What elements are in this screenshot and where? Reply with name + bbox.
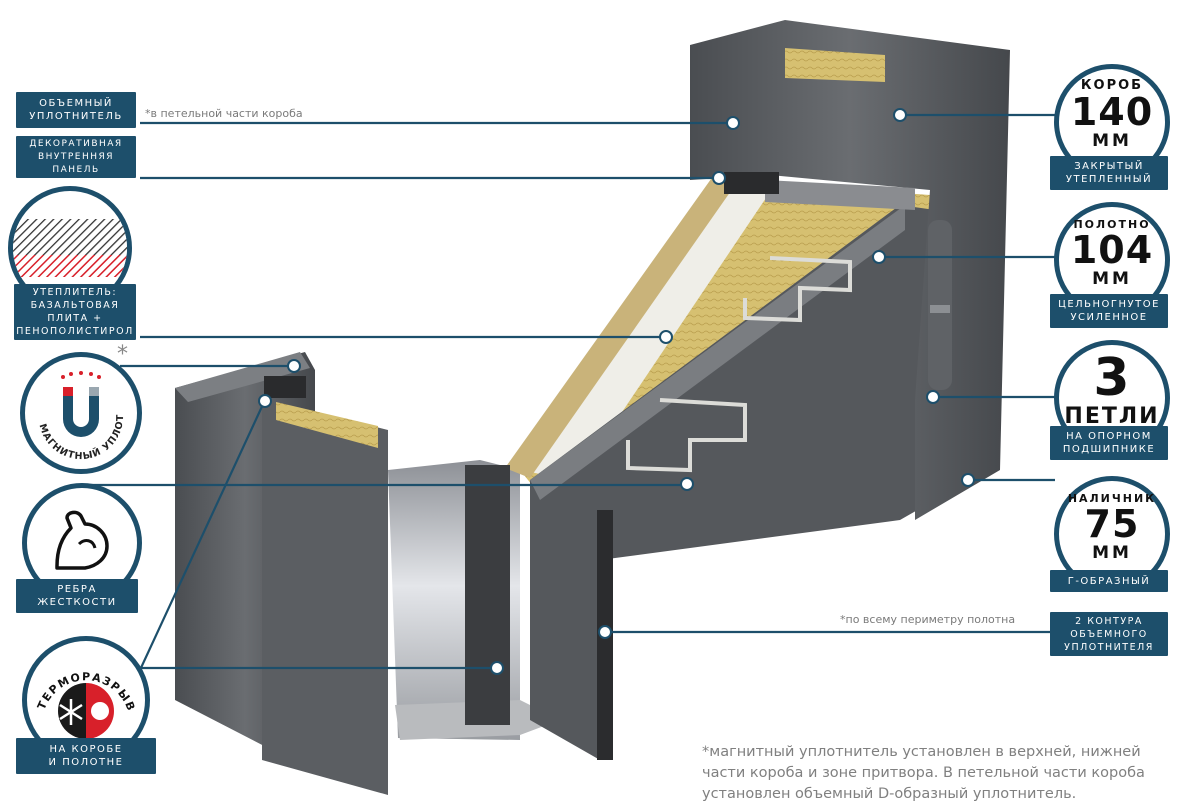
label-thermal-break: НА КОРОБЕ И ПОЛОТНЕ bbox=[16, 738, 156, 774]
leaf-face-panel bbox=[530, 205, 935, 760]
asterisk-magnet: * bbox=[117, 342, 128, 367]
stiffener-rib-upper bbox=[743, 256, 852, 323]
stiffener-rib-lower bbox=[626, 398, 747, 473]
callout-dot-contours bbox=[598, 625, 612, 639]
arm-muscle-icon bbox=[55, 510, 109, 570]
footnote: *магнитный уплотнитель установлен в верх… bbox=[702, 744, 1145, 802]
callout-dot-insulation bbox=[659, 330, 673, 344]
insulation-layers-icon bbox=[13, 219, 127, 277]
snowflake-sun-icon: ТЕРМОРАЗРЫВ bbox=[35, 670, 136, 739]
label-contours: 2 КОНТУРА ОБЪЕМНОГО УПЛОТНИТЕЛЯ bbox=[1050, 612, 1168, 656]
label-decorative-panel: ДЕКОРАТИВНАЯ ВНУТРЕННЯЯ ПАНЕЛЬ bbox=[16, 136, 136, 178]
label-stiffener-ribs: РЕБРА ЖЕСТКОСТИ bbox=[16, 579, 138, 613]
spec-hinges: 3 ПЕТЛИ bbox=[1064, 348, 1160, 429]
label-leaf: ЦЕЛЬНОГНУТОЕ УСИЛЕННОЕ bbox=[1050, 294, 1168, 328]
foam-layer bbox=[522, 186, 770, 482]
magnet-icon: МАГНИТНЫЙ УПЛОТНИТЕЛЬ bbox=[25, 357, 126, 462]
spec-frame: КОРОБ 140 ММ bbox=[1070, 78, 1154, 151]
callout-dot-magnet bbox=[287, 359, 301, 373]
label-frame: ЗАКРЫТЫЙ УТЕПЛЕННЫЙ bbox=[1050, 156, 1168, 190]
callout-dot-hinges bbox=[926, 390, 940, 404]
callout-dot-leaf bbox=[872, 250, 886, 264]
magnetic-seal-icon-circle: МАГНИТНЫЙ УПЛОТНИТЕЛЬ bbox=[20, 352, 142, 474]
callout-dot-frame bbox=[893, 108, 907, 122]
label-volume-seal: ОБЪЕМНЫЙ УПЛОТНИТЕЛЬ bbox=[16, 92, 136, 128]
note-volume-seal: *в петельной части короба bbox=[145, 107, 303, 120]
spec-trim: НАЛИЧНИК 75 ММ bbox=[1067, 492, 1157, 563]
label-hinges: НА ОПОРНОМ ПОДШИПНИКЕ bbox=[1050, 426, 1168, 460]
callout-dot-trim bbox=[961, 473, 975, 487]
svg-text:МАГНИТНЫЙ УПЛОТНИТЕЛЬ: МАГНИТНЫЙ УПЛОТНИТЕЛЬ bbox=[25, 357, 126, 462]
callout-dot-thermo-frame bbox=[258, 394, 272, 408]
note-contours: *по всему периметру полотна bbox=[840, 613, 1016, 626]
callout-dot-panel bbox=[712, 171, 726, 185]
callout-dot-seal bbox=[726, 116, 740, 130]
left-frame-face bbox=[262, 398, 388, 795]
callout-dot-ribs bbox=[680, 477, 694, 491]
spec-leaf: ПОЛОТНО 104 ММ bbox=[1070, 218, 1154, 289]
callout-dot-thermo-leaf bbox=[490, 661, 504, 675]
label-insulation: УТЕПЛИТЕЛЬ: БАЗАЛЬТОВАЯ ПЛИТА + ПЕНОПОЛИ… bbox=[14, 284, 136, 340]
label-trim: Г-ОБРАЗНЫЙ bbox=[1050, 570, 1168, 592]
